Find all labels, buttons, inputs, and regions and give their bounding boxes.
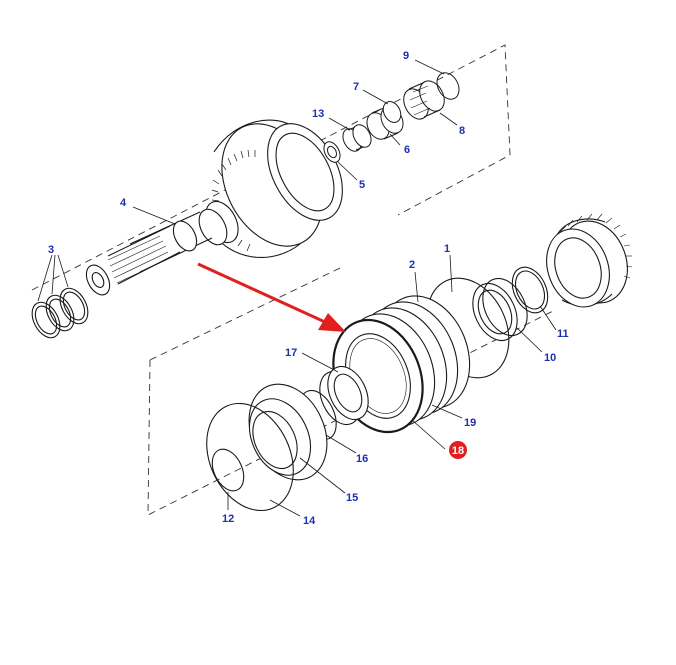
output-shaft-drum bbox=[85, 119, 343, 296]
ring-gear bbox=[546, 213, 633, 308]
piston-assembly bbox=[206, 365, 369, 512]
bearing-set-top bbox=[323, 72, 460, 163]
label-12: 12 bbox=[222, 513, 234, 525]
label-2: 2 bbox=[409, 259, 415, 271]
label-11: 11 bbox=[557, 328, 569, 340]
label-10: 10 bbox=[544, 352, 556, 364]
label-14: 14 bbox=[303, 515, 316, 527]
label-6: 6 bbox=[404, 144, 410, 156]
highlight-badge: 18 bbox=[449, 441, 467, 459]
label-17: 17 bbox=[285, 347, 297, 359]
part-labels: 1 2 3 4 5 6 7 8 9 10 11 12 13 14 15 16 1… bbox=[48, 50, 569, 527]
label-15: 15 bbox=[346, 492, 358, 504]
label-4: 4 bbox=[120, 197, 127, 209]
label-8: 8 bbox=[459, 125, 465, 137]
label-9: 9 bbox=[403, 50, 409, 62]
highlight-arrow bbox=[197, 262, 346, 332]
label-7: 7 bbox=[353, 81, 359, 93]
label-5: 5 bbox=[359, 179, 365, 191]
label-16: 16 bbox=[356, 453, 368, 465]
label-18: 18 bbox=[452, 445, 464, 457]
label-3: 3 bbox=[48, 244, 54, 256]
seal-rings-3 bbox=[31, 287, 89, 339]
label-1: 1 bbox=[444, 243, 450, 255]
rings-right bbox=[426, 266, 549, 379]
label-13: 13 bbox=[312, 108, 324, 120]
label-19: 19 bbox=[464, 417, 476, 429]
leader-lines bbox=[37, 59, 557, 517]
